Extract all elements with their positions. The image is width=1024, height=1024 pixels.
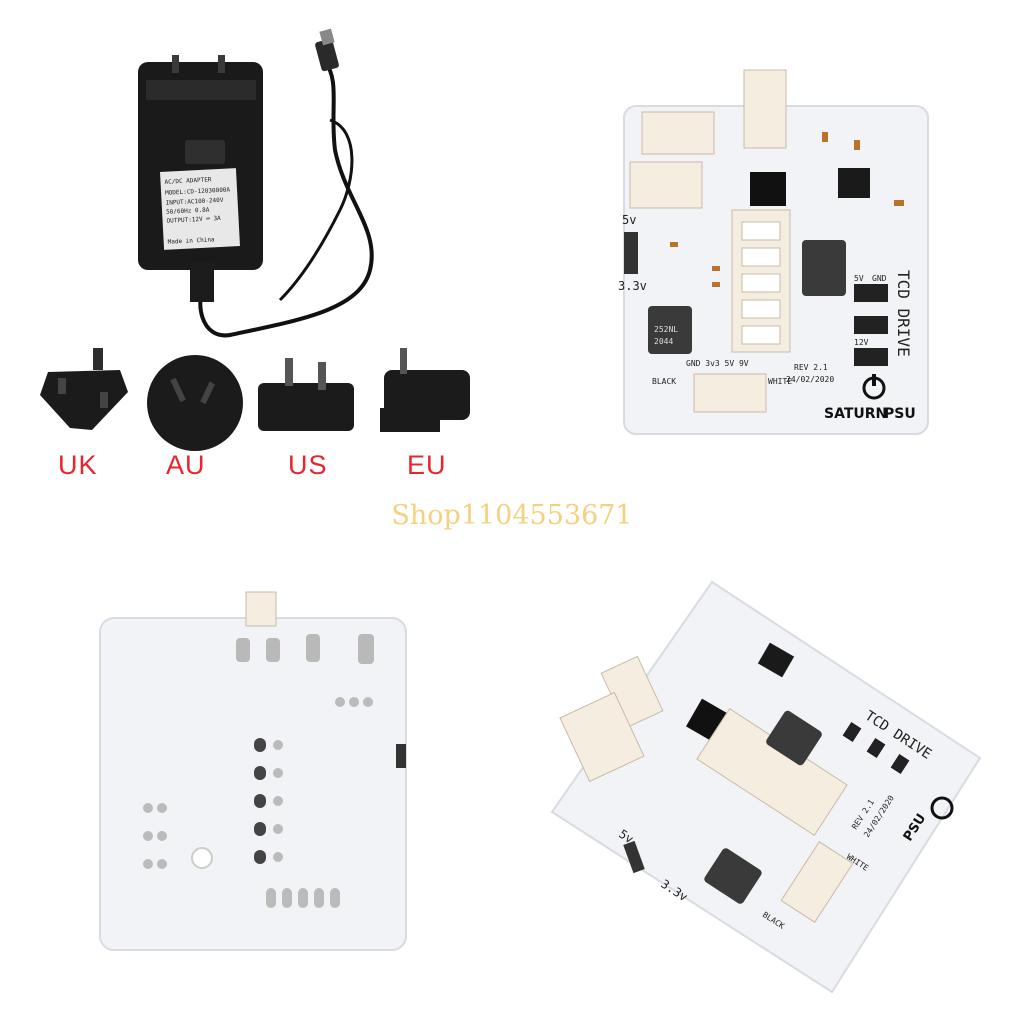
adapter-label-line4: 50/60Hz 0.8A [166, 206, 210, 215]
wire-white-label: WHITE [768, 377, 792, 386]
plug-label-eu: EU [407, 450, 447, 480]
eu-plug-icon [380, 348, 470, 432]
brand-saturn: SATURN [824, 406, 887, 422]
switch-label-5v: 5v [622, 213, 636, 227]
uk-plug-icon [40, 348, 128, 430]
brand-psu: PSU [884, 406, 916, 422]
header-gnd: GND [872, 274, 887, 283]
switch-label-3v3: 3.3v [618, 279, 647, 293]
power-adapter-photo: AC/DC ADAPTER MODEL:CD-12030000A INPUT:A… [40, 28, 470, 451]
pcb-angled-photo: TCD DRIVE PSU 5v 3.3v REV 2.1 24/02/2020… [550, 580, 982, 994]
angled-switch-5v: 5v [616, 827, 636, 847]
adapter-label-line1: AC/DC ADAPTER [164, 176, 212, 185]
header-12v: 12V [854, 338, 869, 347]
adapter-label-line5: OUTPUT:12V ═ 3A [166, 215, 221, 225]
pin-labels: GND 3v3 5V 9V [686, 359, 749, 368]
plug-label-uk: UK [58, 450, 98, 480]
plug-label-us: US [288, 450, 328, 480]
date-label: 24/02/2020 [786, 375, 834, 384]
inductor-text-a: 252NL [654, 325, 678, 334]
adapter-label-line2: MODEL:CD-12030000A [165, 186, 231, 196]
adapter-label-line6: Made in China [168, 236, 216, 245]
header-5v: 5V [854, 274, 864, 283]
pcb-front-photo: 252NL 2044 5v 3.3v 5V GND 12V TCD DRIVE … [618, 69, 929, 435]
board-title: TCD DRIVE [894, 270, 913, 357]
watermark: Shop1104553671 [391, 500, 633, 531]
rev-label: REV 2.1 [794, 363, 828, 372]
plug-label-au: AU [166, 450, 206, 480]
us-plug-icon [258, 358, 354, 431]
wire-black-label: BLACK [652, 377, 676, 386]
au-plug-icon [147, 355, 243, 451]
adapter-label-line3: INPUT:AC100-240V [165, 197, 223, 207]
inductor-text-b: 2044 [654, 337, 673, 346]
pcb-back-photo [99, 591, 407, 951]
